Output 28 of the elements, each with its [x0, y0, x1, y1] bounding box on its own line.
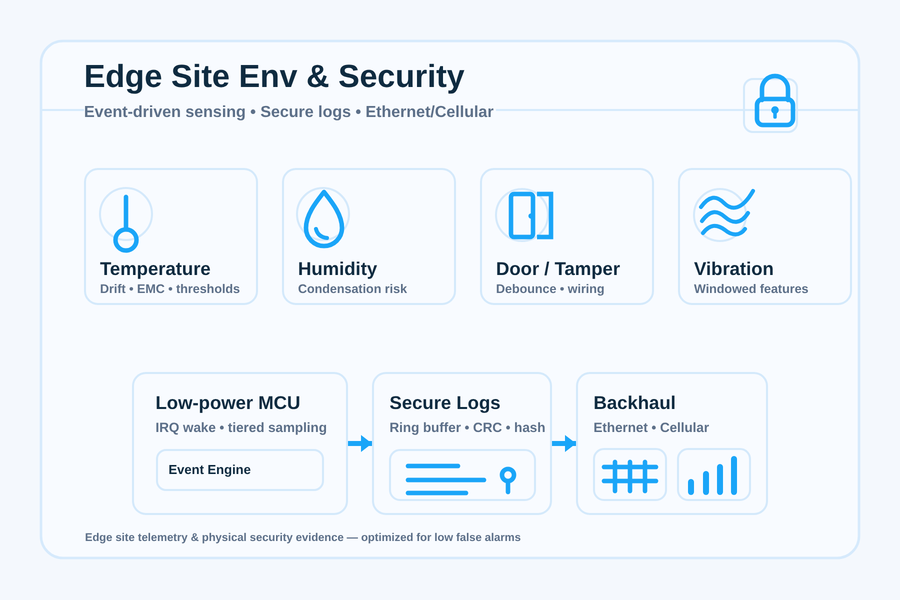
card-title: Backhaul — [594, 392, 676, 414]
card-title: Temperature — [100, 258, 211, 280]
title: Edge Site Env & Security — [84, 57, 465, 96]
card-subtitle: IRQ wake • tiered sampling — [156, 420, 327, 436]
card-title: Vibration — [694, 258, 774, 280]
card-subtitle: Ethernet • Cellular — [594, 420, 710, 436]
card-subtitle: Debounce • wiring — [496, 282, 605, 296]
process-card — [576, 372, 768, 515]
caption: Edge site telemetry & physical security evidence — optimized for low false alarms — [85, 532, 521, 546]
sensor-card — [282, 168, 456, 305]
sensor-card — [84, 168, 258, 305]
process-card — [372, 372, 552, 515]
card-subtitle: Drift • EMC • thresholds — [100, 282, 240, 296]
card-subtitle: Condensation risk — [298, 282, 408, 296]
card-subtitle: Ring buffer • CRC • hash — [390, 420, 546, 436]
process-card — [132, 372, 348, 515]
sensor-card — [678, 168, 852, 305]
card-title: Low-power MCU — [156, 392, 300, 414]
arrow — [348, 435, 372, 452]
card-title: Secure Logs — [390, 392, 501, 414]
module-label: Event Engine — [168, 462, 251, 478]
subtitle: Event-driven sensing • Secure logs • Ethernet/Cellular — [84, 103, 496, 122]
module-box — [156, 448, 324, 490]
sensor-card — [480, 168, 654, 305]
card-title: Door / Tamper — [496, 258, 620, 280]
card-subtitle: Windowed features — [694, 282, 808, 296]
arrow — [552, 435, 576, 452]
card-title: Humidity — [298, 258, 378, 280]
